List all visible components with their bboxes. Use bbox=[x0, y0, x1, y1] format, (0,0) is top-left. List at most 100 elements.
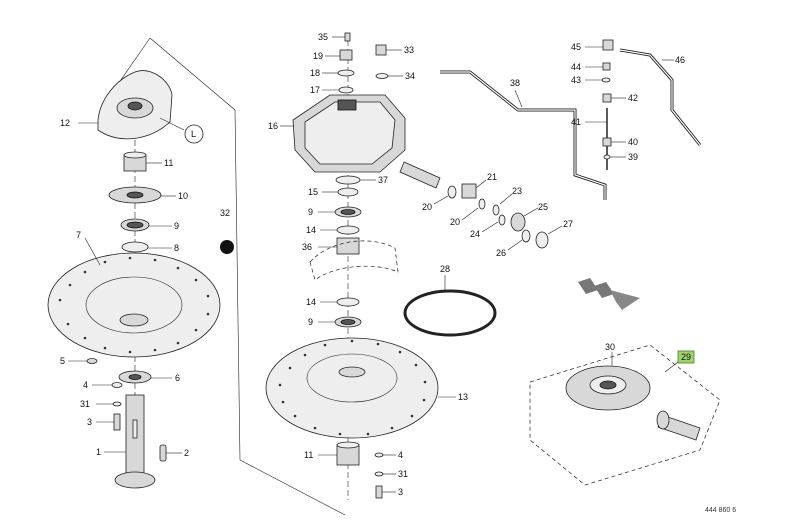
callout-31-lower: 31 bbox=[398, 469, 408, 479]
pipe-assembly bbox=[440, 39, 702, 200]
pipe-38-inner bbox=[440, 71, 606, 200]
leader-7 bbox=[84, 237, 101, 266]
callout-21: 21 bbox=[487, 172, 497, 182]
bearing-bore bbox=[126, 221, 144, 229]
footer-code: 444 860 6 bbox=[705, 507, 736, 514]
ring-8 bbox=[121, 241, 149, 253]
boundary-line bbox=[239, 459, 346, 516]
direction-arrow bbox=[578, 278, 640, 310]
ring-14-lower bbox=[336, 297, 360, 307]
callout-33: 33 bbox=[404, 45, 414, 55]
disc-7-holes bbox=[58, 256, 210, 354]
disc-7 bbox=[47, 252, 221, 358]
leader-38 bbox=[514, 89, 523, 108]
leader-L bbox=[159, 117, 185, 131]
ring-14 bbox=[336, 225, 360, 235]
leader-29 bbox=[664, 361, 679, 373]
ring-26 bbox=[521, 229, 531, 243]
pipe-38 bbox=[440, 70, 607, 200]
callout-4-lower: 4 bbox=[398, 450, 403, 460]
arrow-segment bbox=[578, 278, 598, 294]
ghost-gear bbox=[309, 240, 399, 281]
bolt-3-lower bbox=[375, 485, 383, 499]
ring-37 bbox=[335, 175, 361, 185]
washer-4 bbox=[111, 382, 123, 388]
leader-20 bbox=[433, 195, 449, 205]
ring-24 bbox=[498, 214, 506, 226]
callout-36: 36 bbox=[302, 242, 312, 252]
disc-13-inner bbox=[306, 353, 398, 403]
bushing-36 bbox=[336, 237, 360, 255]
ring-27 bbox=[535, 231, 549, 249]
callout-16: 16 bbox=[268, 121, 278, 131]
boundary-line bbox=[149, 37, 236, 111]
callout-7: 7 bbox=[76, 230, 81, 240]
callout-27: 27 bbox=[563, 219, 573, 229]
screw-35 bbox=[344, 32, 351, 42]
callout-14: 14 bbox=[306, 225, 316, 235]
callout-46: 46 bbox=[675, 55, 685, 65]
washer-34 bbox=[375, 73, 389, 79]
ring-15 bbox=[337, 187, 359, 197]
shaft-parts bbox=[433, 179, 563, 251]
callout-17: 17 bbox=[310, 85, 320, 95]
leader-23 bbox=[499, 193, 513, 205]
callout-3-lower: 3 bbox=[398, 487, 403, 497]
callout-44: 44 bbox=[571, 62, 581, 72]
nut-5 bbox=[86, 358, 98, 364]
fitting-42 bbox=[602, 93, 612, 103]
callout-38: 38 bbox=[510, 78, 520, 88]
disc-13-hub bbox=[338, 366, 366, 378]
callout-32: 32 bbox=[220, 208, 230, 218]
callout-20b: 20 bbox=[450, 217, 460, 227]
ring-20 bbox=[447, 185, 457, 199]
gearbox-top-boss bbox=[337, 99, 357, 111]
flange-hole bbox=[126, 191, 144, 199]
key-2 bbox=[159, 444, 167, 462]
callout-9-center: 9 bbox=[308, 207, 313, 217]
callout-4: 4 bbox=[83, 380, 88, 390]
kit-29 bbox=[529, 344, 721, 486]
callout-42: 42 bbox=[628, 93, 638, 103]
disc-13-holes bbox=[278, 339, 427, 436]
disc-13 bbox=[265, 337, 439, 439]
callout-35: 35 bbox=[318, 32, 328, 42]
callout-15: 15 bbox=[308, 187, 318, 197]
callout-30: 30 bbox=[605, 342, 615, 352]
callout-23: 23 bbox=[512, 186, 522, 196]
disc-inner-ring bbox=[85, 276, 183, 334]
washer-31-lower bbox=[374, 471, 384, 477]
highlight-badge-29[interactable] bbox=[677, 350, 695, 364]
kit-29-box bbox=[529, 344, 721, 486]
leader-24 bbox=[481, 221, 499, 233]
bearing-25 bbox=[510, 212, 526, 232]
bearing-9-lower-bore bbox=[340, 319, 356, 325]
callout-29[interactable]: 29 bbox=[681, 352, 691, 362]
callout-1: 1 bbox=[96, 447, 101, 457]
ring-20b bbox=[478, 198, 486, 210]
arrow-head bbox=[610, 290, 640, 310]
shaft-keyway bbox=[132, 419, 138, 439]
arrow-segment bbox=[594, 282, 614, 298]
callout-20: 20 bbox=[422, 202, 432, 212]
bearing-9-bore bbox=[340, 209, 356, 215]
boundary-line bbox=[234, 109, 241, 461]
leader-25 bbox=[523, 207, 539, 217]
bolt-3 bbox=[113, 413, 121, 431]
pipe-46-inner bbox=[619, 49, 701, 146]
ring-23 bbox=[492, 204, 500, 216]
callout-2: 2 bbox=[184, 448, 189, 458]
seal-18 bbox=[337, 69, 355, 77]
shaft-base bbox=[114, 471, 156, 489]
center-assembly bbox=[265, 32, 456, 500]
bushing-top bbox=[123, 151, 147, 159]
callout-28: 28 bbox=[440, 264, 450, 274]
callout-26: 26 bbox=[496, 248, 506, 258]
disc-hub bbox=[119, 313, 149, 327]
cover-hole bbox=[127, 101, 143, 111]
leader-20b bbox=[461, 207, 479, 221]
washer-43 bbox=[601, 77, 611, 83]
callout-39: 39 bbox=[628, 152, 638, 162]
ring-28 bbox=[403, 289, 497, 337]
